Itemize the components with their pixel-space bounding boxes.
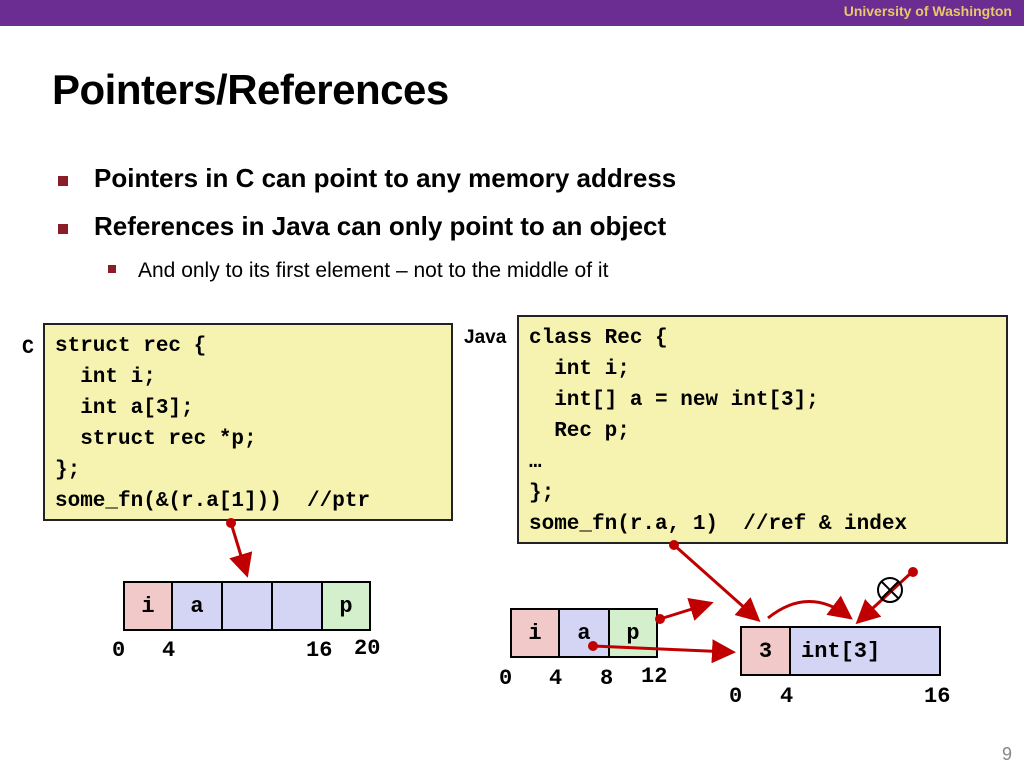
java-code-box: class Rec { int i; int[] a = new int[3];… bbox=[517, 315, 1008, 544]
c-offset: 4 bbox=[162, 638, 176, 663]
arrow-origin-dot bbox=[908, 567, 918, 577]
code-line: some_fn(r.a, 1) //ref & index bbox=[529, 513, 908, 536]
arrow-origin-dot bbox=[226, 518, 236, 528]
code-line: }; bbox=[529, 482, 555, 505]
c-offset: 0 bbox=[112, 638, 126, 663]
c-code-box: struct rec { int i; int a[3]; struct rec… bbox=[43, 323, 453, 521]
bullet-1: Pointers in C can point to any memory ad… bbox=[94, 163, 677, 193]
sub-bullet-marker bbox=[108, 265, 116, 273]
java-p-arrow bbox=[659, 597, 714, 621]
java-ref-arrow bbox=[673, 543, 761, 622]
java-cell-a: a bbox=[558, 608, 610, 658]
java-offset: 12 bbox=[641, 664, 668, 689]
java-offset: 4 bbox=[549, 666, 563, 691]
header-bar: University of Washington bbox=[0, 0, 1024, 26]
java-offset: 0 bbox=[499, 666, 513, 691]
c-offset: 16 bbox=[306, 638, 333, 663]
code-line: some_fn(&(r.a[1])) //ptr bbox=[55, 490, 371, 513]
bullet-2: References in Java can only point to an … bbox=[94, 211, 667, 241]
arrow-origin-dot bbox=[655, 614, 665, 624]
java-index-arrow bbox=[767, 595, 853, 620]
java-invalid-arrow bbox=[855, 570, 914, 625]
c-offset: 20 bbox=[354, 636, 381, 661]
institution-name: University of Washington bbox=[843, 3, 1012, 19]
java-array-offset: 16 bbox=[924, 684, 951, 709]
java-array-offset: 0 bbox=[729, 684, 743, 709]
c-cell-p: p bbox=[321, 581, 371, 631]
java-cell-i: i bbox=[510, 608, 560, 658]
bullet-marker bbox=[58, 224, 68, 234]
java-a-arrow bbox=[592, 639, 736, 664]
slide-title: Pointers/References bbox=[52, 66, 449, 113]
code-line: int[] a = new int[3]; bbox=[529, 389, 819, 412]
bullet-marker bbox=[58, 176, 68, 186]
java-array-data-cell: int[3] bbox=[789, 626, 941, 676]
java-label: Java bbox=[464, 327, 507, 348]
c-pointer-arrow bbox=[229, 522, 253, 578]
code-line: struct rec *p; bbox=[55, 428, 257, 451]
bullet-3: And only to its first element – not to t… bbox=[138, 259, 609, 282]
no-entry-icon bbox=[877, 577, 903, 603]
code-line: class Rec { bbox=[529, 327, 668, 350]
java-array-offset: 4 bbox=[780, 684, 794, 709]
code-line: Rec p; bbox=[529, 420, 630, 443]
code-line: }; bbox=[55, 459, 81, 482]
arrow-origin-dot bbox=[588, 641, 598, 651]
c-label: C bbox=[22, 337, 35, 360]
code-line: struct rec { bbox=[55, 335, 207, 358]
code-line: int i; bbox=[529, 358, 630, 381]
code-line: int i; bbox=[55, 366, 156, 389]
code-line: … bbox=[529, 451, 542, 474]
arrow-origin-dot bbox=[669, 540, 679, 550]
java-offset: 8 bbox=[600, 666, 614, 691]
code-line: int a[3]; bbox=[55, 397, 194, 420]
page-number: 9 bbox=[1001, 744, 1012, 764]
